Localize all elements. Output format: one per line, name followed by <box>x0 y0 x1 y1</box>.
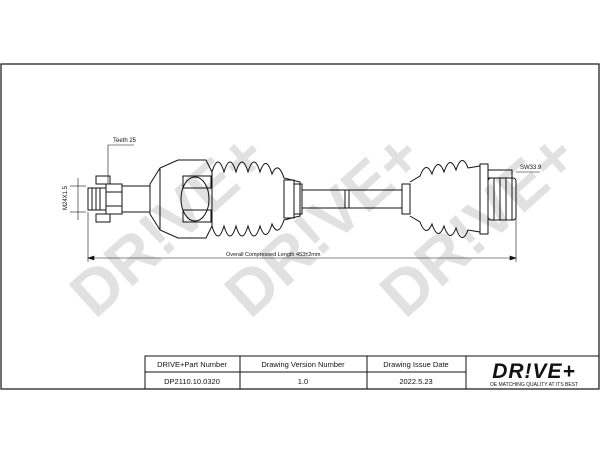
title-block <box>144 355 600 390</box>
header-issue-date: Drawing Issue Date <box>383 360 448 369</box>
annotations <box>70 144 540 262</box>
thread-end <box>87 187 107 211</box>
value-part-number: DP2110.10.0320 <box>164 377 220 386</box>
value-version: 1.0 <box>298 377 308 386</box>
overall-length-label: Overall Compressed Length 453±2mm <box>226 252 321 258</box>
thread-label: M24X1.5 <box>63 185 69 210</box>
header-part-number: DRIVE+Part Number <box>157 360 227 369</box>
header-version: Drawing Version Number <box>261 360 345 369</box>
teeth-label: Teeth 25 <box>113 138 137 144</box>
logo-tagline: OE MATCHING QUALITY AT ITS BEST <box>490 382 578 388</box>
spline-section <box>105 183 123 215</box>
spline-label: SW33.9 <box>520 165 542 171</box>
drive-shaft-drawing <box>87 159 517 239</box>
logo-text: DR!VE+ <box>492 360 576 383</box>
value-issue-date: 2022.5.23 <box>399 377 432 386</box>
outer-boot <box>211 161 301 237</box>
drive-plus-logo: DR!VE+ OE MATCHING QUALITY AT ITS BEST <box>490 360 578 388</box>
watermarks: DR!VE+ DR!VE+ DR!VE+ <box>56 119 590 331</box>
